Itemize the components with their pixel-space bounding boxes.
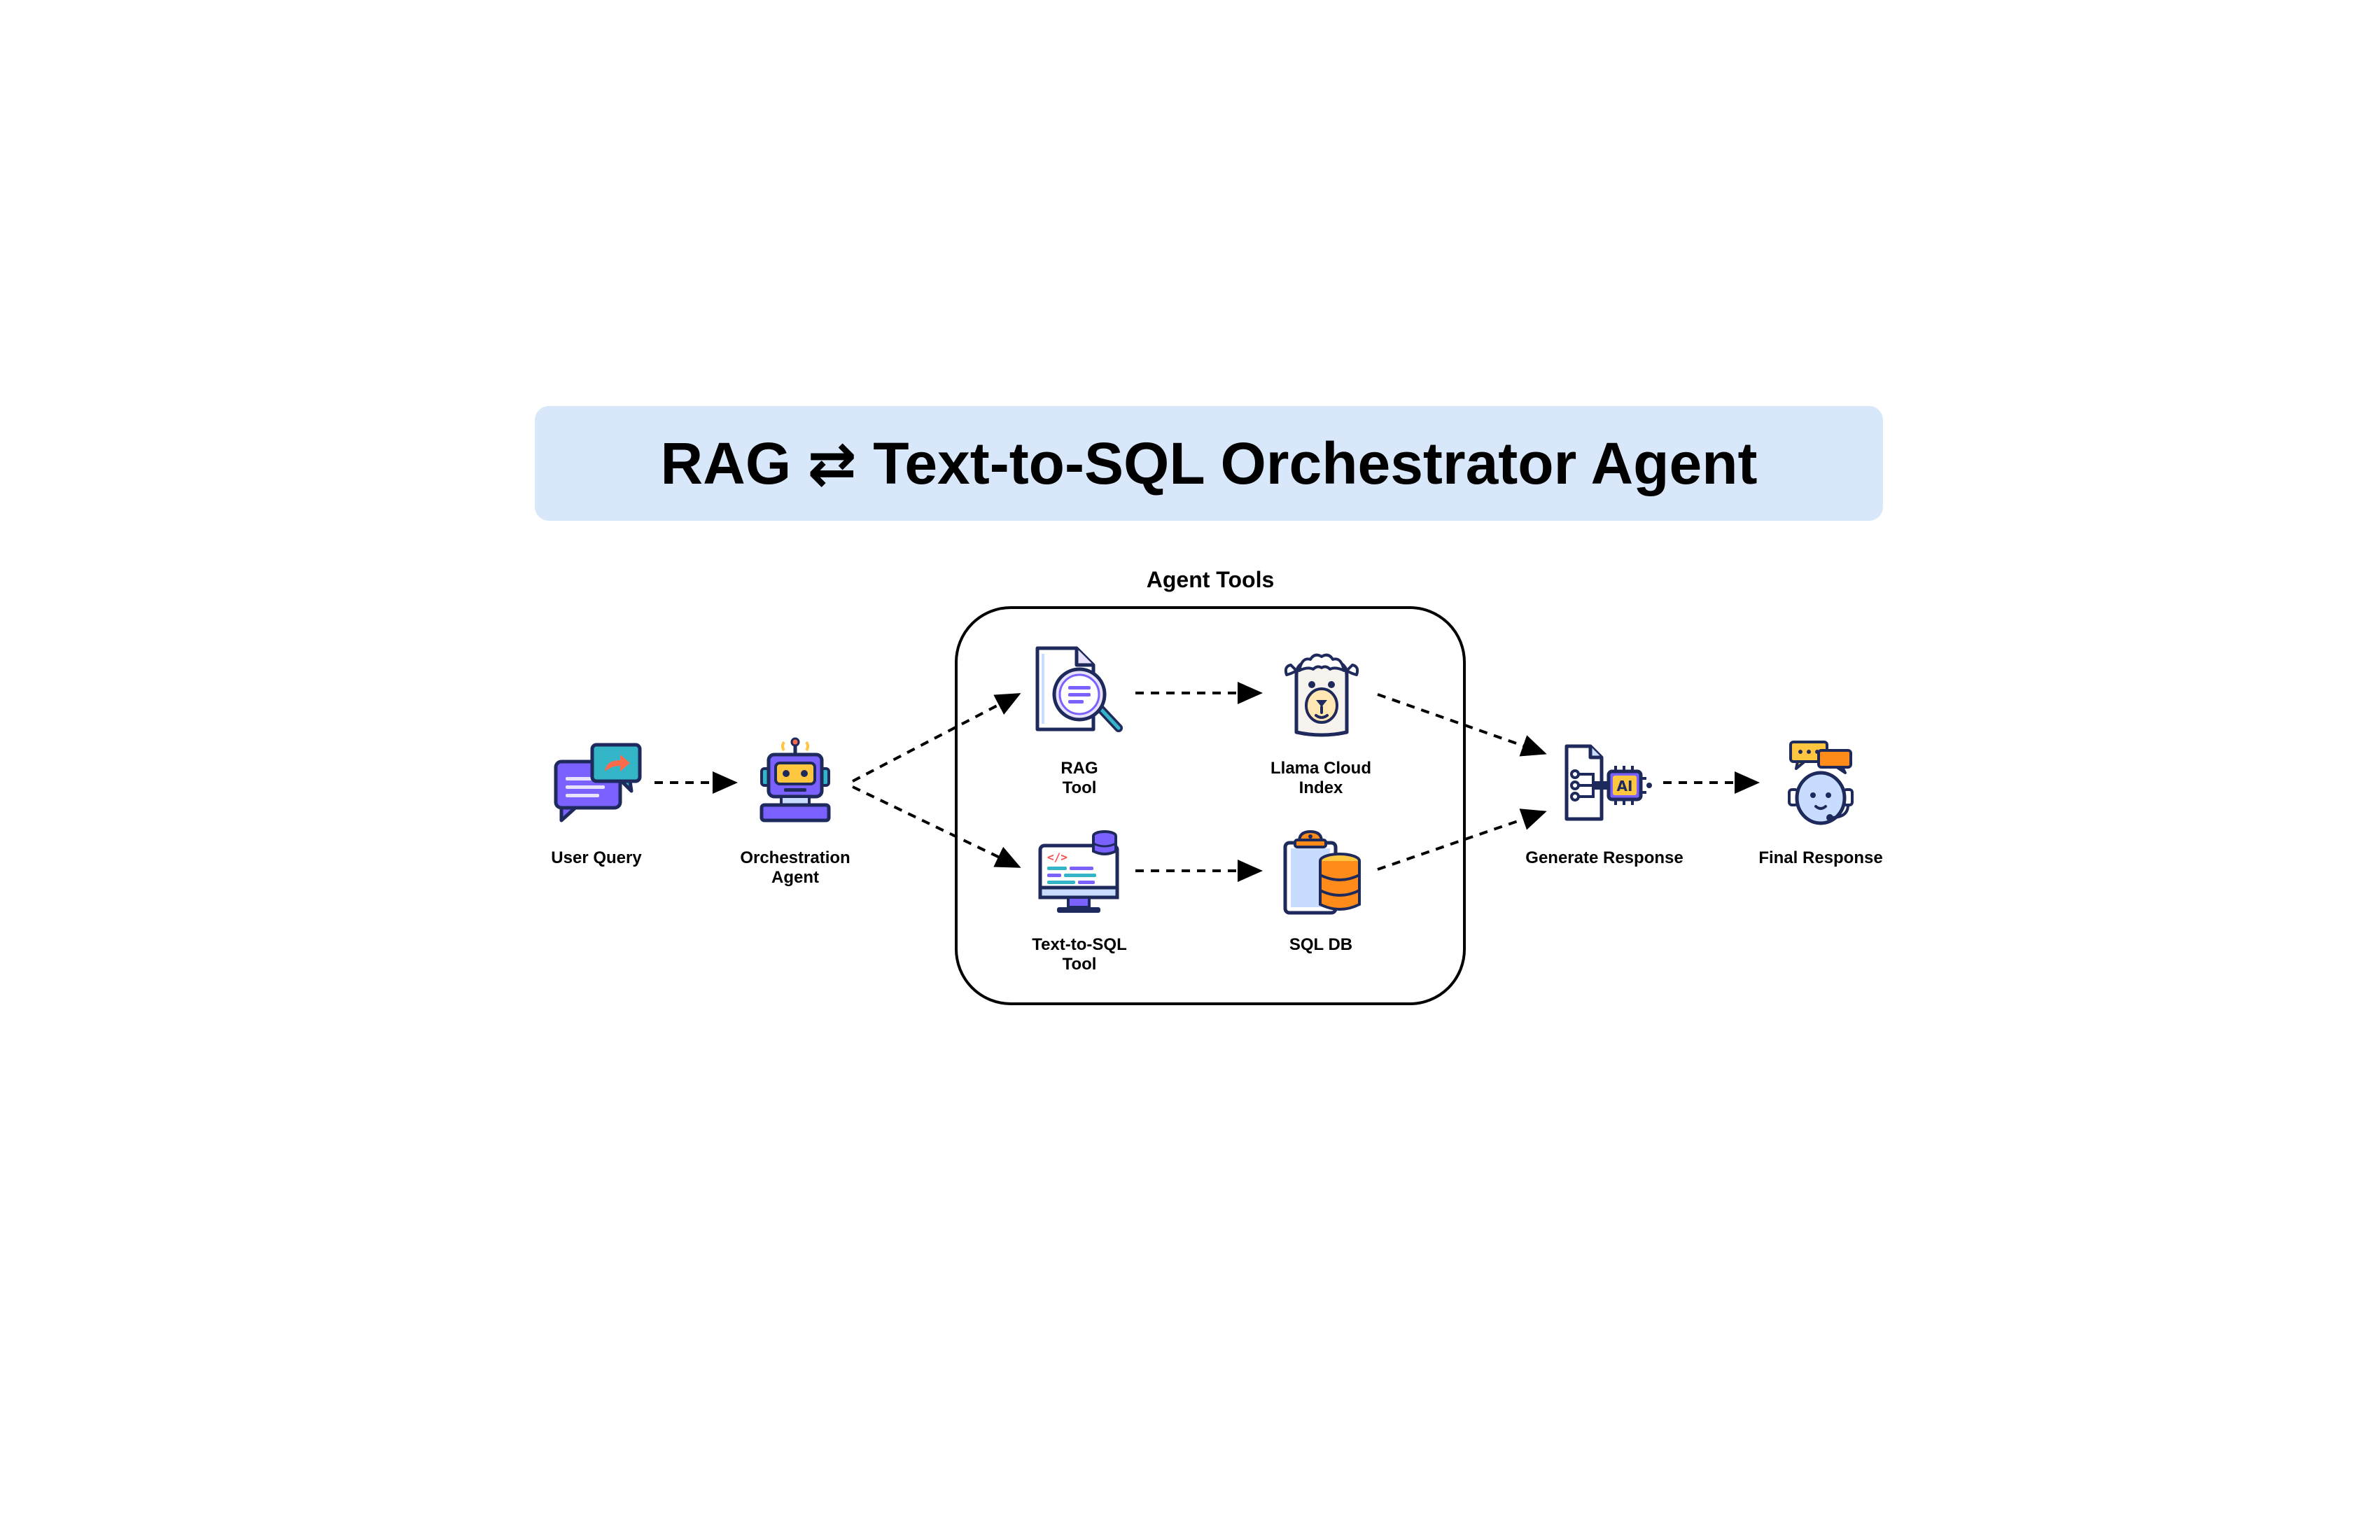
llama-cloud-index-label-line1: Llama Cloud xyxy=(1270,759,1371,778)
ai-chip-document-icon: AI xyxy=(1564,744,1652,821)
text-to-sql-tool-label: Text-to-SQL Tool xyxy=(988,935,1170,974)
database-icon xyxy=(1283,830,1361,915)
svg-text:AI: AI xyxy=(1617,778,1633,794)
agent-tools-label: Agent Tools xyxy=(1146,567,1275,592)
arrow-llama-to-generate xyxy=(1377,693,1547,757)
title-banner: RAG ⇄ Text-to-SQL Orchestrator Agent xyxy=(535,406,1883,521)
diagram-title: RAG ⇄ Text-to-SQL Orchestrator Agent xyxy=(660,430,1758,496)
orchestration-agent-label-line1: Orchestration xyxy=(740,848,850,867)
agent-tools-group xyxy=(955,606,1466,1005)
final-response-label: Final Response xyxy=(1758,848,1883,867)
support-assistant-icon xyxy=(1788,741,1854,825)
orchestration-agent-label: Orchestration Agent xyxy=(704,848,886,888)
svg-text:</>: </> xyxy=(1047,850,1068,864)
code-monitor-icon: </> xyxy=(1038,830,1119,913)
llama-cloud-index-label: Llama Cloud Index xyxy=(1230,759,1412,798)
text-to-sql-tool-label-line2: Tool xyxy=(1062,955,1097,974)
arrow-agent-to-rag xyxy=(852,693,1021,783)
rag-tool-label: RAG Tool xyxy=(988,759,1170,798)
document-search-icon xyxy=(1035,646,1123,732)
rag-tool-label-line2: Tool xyxy=(1062,778,1097,797)
sql-db-label: SQL DB xyxy=(1289,935,1353,954)
arrow-db-to-generate xyxy=(1377,808,1547,871)
llama-cloud-index-label-line2: Index xyxy=(1298,778,1343,797)
robot-icon xyxy=(760,737,831,822)
orchestration-agent-label-line2: Agent xyxy=(771,868,819,887)
rag-tool-label-line1: RAG xyxy=(1060,759,1098,778)
llama-icon xyxy=(1284,653,1359,737)
chat-bubbles-icon xyxy=(554,743,642,822)
user-query-label: User Query xyxy=(551,848,642,867)
generate-response-label: Generate Response xyxy=(1525,848,1684,867)
text-to-sql-tool-label-line1: Text-to-SQL xyxy=(1032,935,1127,954)
